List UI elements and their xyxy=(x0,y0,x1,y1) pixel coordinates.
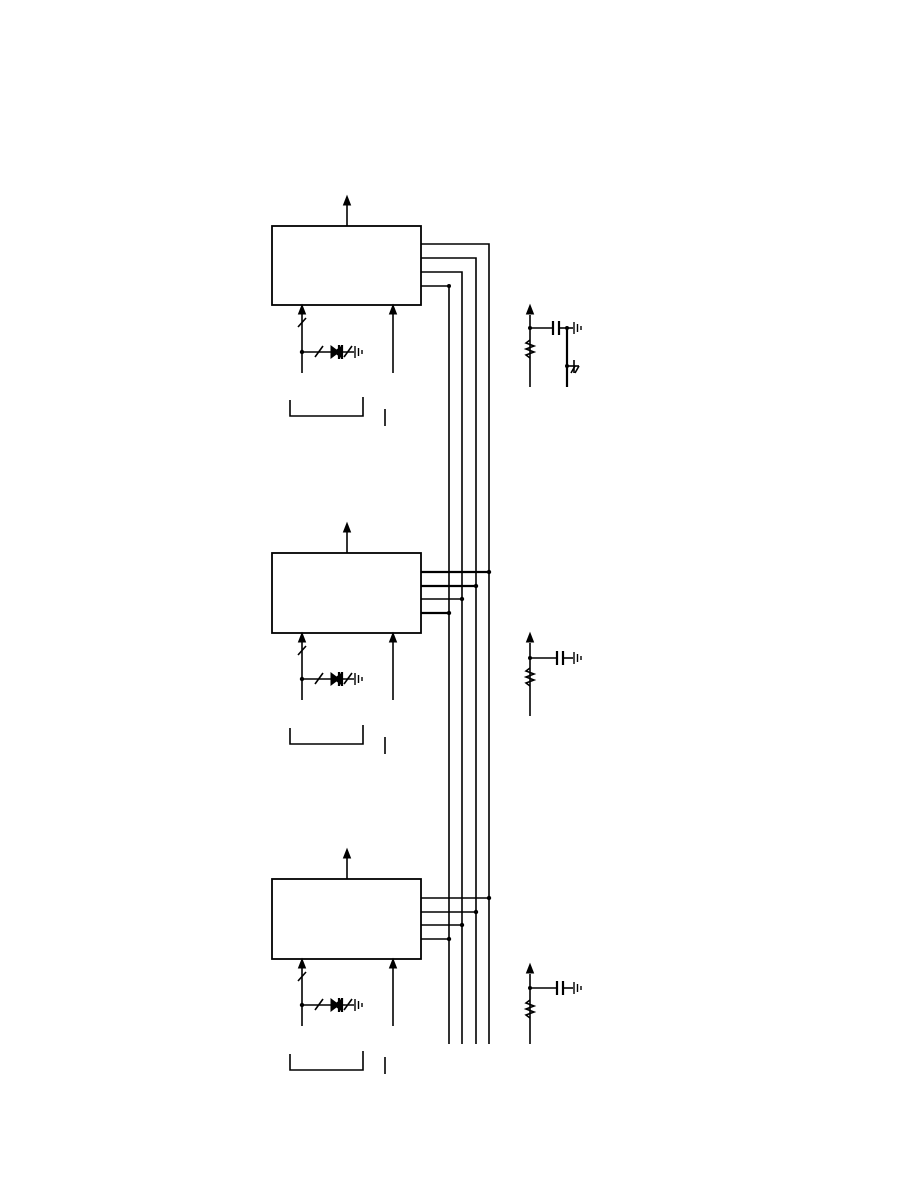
stage-1-rc-arrow xyxy=(526,304,534,315)
stage-1-right-input-arrow xyxy=(389,304,397,315)
bus-line-3 xyxy=(421,271,463,1044)
stage-3-resistor xyxy=(523,999,537,1019)
stage-3-bracket xyxy=(289,1051,364,1071)
bus-junction xyxy=(447,284,451,288)
stage-1-block xyxy=(271,225,422,306)
stage-1 xyxy=(271,195,582,426)
stage-2-bracket xyxy=(289,725,364,745)
stage-2-right-input-arrow xyxy=(389,632,397,643)
stage-1-capacitor xyxy=(551,321,561,335)
stage-3-diode-cluster xyxy=(314,998,353,1012)
stage-1-rc-ground-icon xyxy=(573,321,582,335)
stage-1-left-input-arrow xyxy=(298,304,306,315)
stage-2-block xyxy=(271,552,422,634)
stage-2-resistor xyxy=(523,667,537,687)
stage-3-block xyxy=(271,878,422,960)
stage-3-left-input-arrow xyxy=(298,958,306,969)
stage-2-left-input-arrow xyxy=(298,632,306,643)
stage-3 xyxy=(271,848,582,1074)
stage-1-diode-cluster xyxy=(314,345,353,359)
bus-line-4 xyxy=(421,285,450,1044)
stage-2-rc-arrow xyxy=(526,632,534,643)
stage-2-output-arrow xyxy=(343,522,351,533)
stage-1-chassis-ground-icon xyxy=(567,360,580,374)
stage-3-rc-arrow xyxy=(526,963,534,974)
stage-3-ground-icon xyxy=(354,998,363,1012)
stage-1-tick xyxy=(297,317,307,328)
stage-1-output-arrow xyxy=(343,195,351,206)
stage-1-ground-icon xyxy=(354,345,363,359)
stage-2 xyxy=(271,522,582,754)
stage-3-capacitor xyxy=(555,981,565,995)
stage-3-right-input-arrow xyxy=(389,958,397,969)
stage-1-resistor xyxy=(523,339,537,359)
stage-2-rc-ground-icon xyxy=(573,651,582,665)
stage-3-rc-ground-icon xyxy=(573,981,582,995)
stage-2-capacitor xyxy=(555,651,565,665)
bus-lines xyxy=(421,243,490,1044)
stage-2-diode-cluster xyxy=(314,672,353,686)
bus-line-2 xyxy=(421,257,477,1044)
bus-line-1 xyxy=(421,243,490,1044)
stage-2-ground-icon xyxy=(354,672,363,686)
stage-1-bracket xyxy=(289,397,364,417)
stage-3-output-arrow xyxy=(343,848,351,859)
